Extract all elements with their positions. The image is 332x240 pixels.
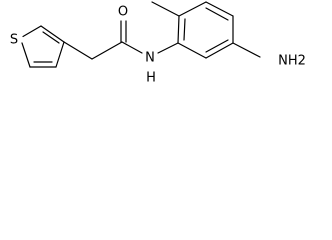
amide-nitrogen-label: N (145, 51, 155, 66)
benzene-ring (151, 1, 261, 59)
amide-hydrogen-label: H (146, 71, 156, 86)
bond-ar3-ar4 (205, 1, 234, 17)
chemical-structure-diagram: S O N H NH2 (10, 1, 306, 86)
bond-ar1-ar2 (177, 15, 180, 44)
bond-nitrogen-aryl (157, 42, 179, 54)
thiophene-ring (21, 25, 65, 68)
bond-s-c2 (22, 25, 42, 38)
bond-amine (232, 42, 261, 58)
amine-label: NH2 (278, 54, 306, 69)
bond-c3-c4 (55, 41, 65, 68)
bond-ring-ch2 (63, 41, 93, 60)
bond-methyl (151, 1, 180, 17)
acetamide-linker (63, 20, 179, 60)
bond-ar3-ar4-double (205, 7, 229, 21)
sulfur-label: S (10, 33, 18, 48)
bond-ar5-ar6-double (205, 39, 229, 53)
bond-ar1-ar2-double (183, 18, 186, 41)
bond-c2-c3 (40, 25, 65, 43)
bond-c2-c3-double (42, 31, 60, 44)
bond-c5-s (21, 42, 31, 68)
bond-ar6-ar1 (177, 42, 207, 59)
bond-ar5-ar6 (205, 42, 234, 59)
bond-carbonyl-nitrogen (121, 41, 143, 54)
bond-ch2-carbonyl (91, 41, 123, 60)
bond-ar2-ar3 (178, 1, 207, 17)
carbonyl-oxygen-label: O (118, 5, 128, 20)
